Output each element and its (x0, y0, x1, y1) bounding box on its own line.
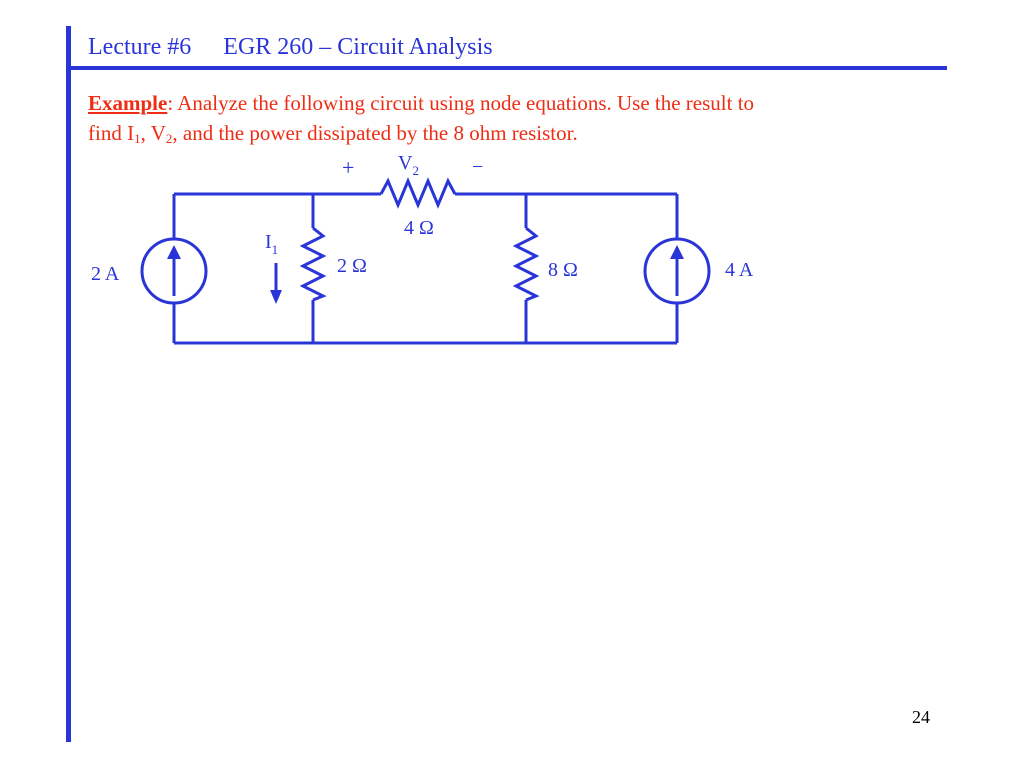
current-subscript: 1 (272, 242, 279, 257)
current-label: I1 (265, 231, 278, 257)
label-2-ohm: 2 Ω (337, 255, 367, 277)
voltage-label: V2 (398, 152, 419, 178)
problem-line2b: , V (140, 121, 166, 145)
lecture-label: Lecture #6 (88, 34, 192, 60)
resistor-8-ohm (512, 226, 540, 302)
source-right-arrow-head (670, 245, 684, 259)
voltage-plus-sign: + (342, 155, 354, 180)
current-symbol: I (265, 231, 272, 253)
label-4-ohm: 4 Ω (404, 217, 434, 239)
label-8-ohm: 8 Ω (548, 259, 578, 281)
voltage-subscript: 2 (412, 163, 419, 178)
slide-header: Lecture #6 EGR 260 – Circuit Analysis (88, 34, 493, 61)
problem-sub2: 2 (165, 131, 173, 146)
problem-sub1: 1 (134, 131, 141, 146)
label-2A: 2 A (91, 263, 120, 285)
problem-statement: Example: Analyze the following circuit u… (88, 88, 938, 148)
page-number: 24 (912, 707, 930, 727)
current-arrow-head (270, 290, 282, 304)
resistor-2-ohm (299, 226, 327, 302)
problem-line1: : Analyze the following circuit using no… (167, 91, 755, 115)
problem-line2c: , and the power dissipated by the 8 ohm … (172, 121, 578, 145)
problem-line2a: find I (88, 121, 135, 145)
voltage-minus-sign: − (472, 156, 483, 178)
course-title: EGR 260 – Circuit Analysis (223, 34, 493, 60)
header-rule (66, 66, 947, 70)
example-keyword: Example (88, 91, 168, 115)
source-left-arrow-head (167, 245, 181, 259)
label-4A: 4 A (725, 259, 754, 281)
resistor-4-ohm (379, 177, 457, 209)
left-accent-bar (66, 26, 71, 742)
voltage-symbol: V (398, 152, 413, 174)
current-source-left (140, 237, 208, 305)
current-source-right (643, 237, 711, 305)
